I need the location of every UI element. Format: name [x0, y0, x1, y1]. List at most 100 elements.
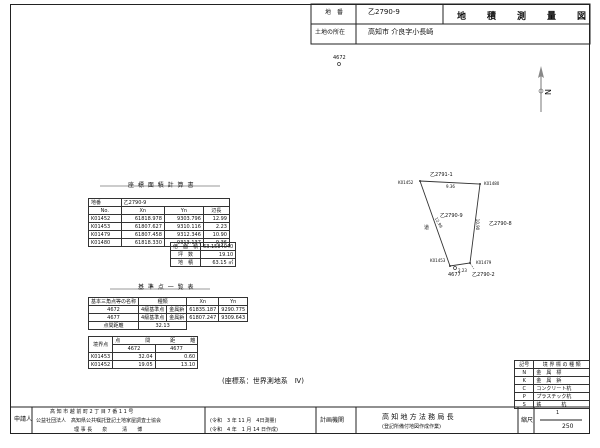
table-row: 点間距離 32.13	[87, 321, 248, 330]
table-cell: 9309.643	[218, 313, 249, 322]
table-row: K01479 61807.458 9312.346 10.90	[88, 230, 231, 239]
table-cell: 61835.187	[186, 305, 220, 314]
point-k01453: K01453	[430, 258, 446, 263]
double-area-label: 倍 面 積	[169, 242, 202, 251]
point-k01452: K01452	[398, 180, 414, 185]
area-table-title: 座 標 面 積 計 算 書	[128, 182, 195, 189]
table-cell: K01452	[88, 214, 122, 223]
table-cell: 9310.116	[163, 222, 204, 231]
legend-text: 鉄 杭	[533, 400, 590, 409]
table-cell: 0.60	[154, 352, 199, 361]
area-value: 63.15	[212, 259, 227, 266]
parcel-label-2790-8: 乙2790-8	[489, 221, 512, 227]
table-cell: K01453	[87, 352, 114, 361]
table-row: K01452 19.05 13.10	[87, 360, 199, 369]
table-cell: 61807.247	[186, 313, 220, 322]
planning-agency-sub: (登記所備付地図作成作業)	[382, 424, 441, 430]
created-date: (令和 4 年 1 月 14 日作成)	[210, 427, 278, 433]
table-cell: 13.10	[154, 360, 199, 369]
column-header: No.	[88, 206, 122, 215]
scale-label: 縮尺	[521, 417, 534, 424]
drawing-frame	[10, 4, 590, 434]
table-cell: K01453	[88, 222, 122, 231]
planning-agency-label: 計画機関	[320, 417, 345, 424]
distance-header: 点 間 距 離	[112, 336, 199, 345]
table-cell: 4677	[87, 313, 140, 322]
area-lot-value: 乙2790-9	[120, 198, 231, 207]
table-cell: 4672	[87, 305, 140, 314]
point-k01479: K01479	[476, 260, 492, 265]
coordinate-system: (座標系：世界測地系 Ⅳ)	[222, 377, 304, 385]
table-cell: 19.05	[112, 360, 156, 369]
column-header: 4672	[112, 344, 156, 353]
table-header-row: No. Xn Yn 辺長	[88, 206, 231, 215]
table-cell: 32.04	[112, 352, 156, 361]
table-row: K01452 61818.978 9303.796 12.99	[88, 214, 231, 223]
parcel-label-2791-1: 乙2791-1	[430, 172, 453, 178]
legend-symbol: N	[513, 368, 535, 377]
table-cell: K01480	[88, 238, 122, 247]
table-cell: K01452	[87, 360, 114, 369]
location-value: 高知市 介良字小長崎	[368, 28, 434, 36]
table-row: 地番 乙2790-9	[88, 198, 231, 207]
column-header: 種類	[138, 297, 188, 306]
ref-table: 基本三角点等の名称 種類 Xn Yn 4672 4級基準点 金属鋲 61835.…	[87, 297, 249, 330]
table-row: 地 積 63.15 ㎡	[169, 258, 237, 267]
edge-length-right: 10.90	[475, 218, 481, 231]
applicant-association: 公益社団法人 高知県公共嘱託登記土地家屋調査士協会	[36, 418, 162, 424]
ref-point-4672: 4672	[333, 55, 346, 61]
distance-value: 32.13	[138, 321, 188, 330]
legend-text: 金 属 鋲	[533, 376, 590, 385]
north-arrow-icon: N	[543, 89, 553, 95]
parcel-label-2790-9: 乙2790-9	[440, 213, 463, 219]
legend-symbol: K	[513, 376, 535, 385]
column-header: Yn	[163, 206, 204, 215]
table-cell: 10.90	[202, 230, 231, 239]
scale-numerator: 1	[556, 410, 560, 416]
table-cell: 4級基準点	[138, 313, 168, 322]
edge-length-top: 9.36	[446, 184, 455, 189]
table-cell: 金属鋲	[166, 313, 188, 322]
table-cell: 61807.458	[120, 230, 165, 239]
table-cell: 2.23	[202, 222, 231, 231]
ref-point-4677: 4677	[448, 272, 461, 278]
distance-table: 境界点 点 間 距 離 4672 4677 K01453 32.04 0.60 …	[87, 336, 199, 369]
table-row: K01453 61807.627 9310.116 2.23	[88, 222, 231, 231]
table-header-row: 基本三角点等の名称 種類 Xn Yn	[87, 297, 249, 306]
legend-symbol: P	[513, 392, 535, 401]
applicant-label: 申請人	[14, 416, 33, 423]
table-row: 坪 数 19.10	[169, 250, 237, 259]
lot-number-value: 乙2790-9	[368, 8, 400, 16]
edge-length-bottom: 2.23	[458, 268, 467, 273]
column-header: 境 界 標 の 種 類	[533, 360, 590, 369]
table-cell: 61818.978	[120, 214, 165, 223]
table-header-row: 境界点 点 間 距 離	[87, 336, 199, 353]
table-cell: 12.99	[202, 214, 231, 223]
table-cell: K01479	[88, 230, 122, 239]
table-cell: 61818.330	[120, 238, 165, 247]
legend-symbol: S	[513, 400, 535, 409]
table-row: 4677 4級基準点 金属鋲 61807.247 9309.643	[87, 313, 249, 322]
distance-label: 点間距離	[87, 321, 140, 330]
area-summary: 倍 面 積 63.1584040 坪 数 19.10 地 積 63.15 ㎡	[169, 242, 237, 267]
applicant-director: 理 事 長 泉 清 博	[74, 427, 143, 433]
column-header: Yn	[218, 297, 249, 306]
area-table: 地番 乙2790-9 No. Xn Yn 辺長 K01452 61818.978…	[88, 198, 231, 247]
lot-number-label: 地 番	[325, 9, 344, 16]
column-header: Xn	[120, 206, 165, 215]
parcel-label-2790-2: 乙2790-2	[472, 272, 495, 278]
table-row: 4672 4級基準点 金属鋲 61835.187 9290.775	[87, 305, 249, 314]
area-label: 地 積	[169, 258, 202, 267]
table-header-row: 記号 境 界 標 の 種 類	[513, 360, 590, 369]
area-unit: ㎡	[228, 259, 234, 266]
road-label: 道	[424, 225, 430, 231]
applicant-address: 高 知 市 越 前 町 2 丁 目 7 番 1 1 号	[50, 409, 134, 415]
page-title: 地 積 測 量 図	[457, 12, 593, 22]
location-label: 土地の所在	[315, 29, 346, 36]
table-row: K01453 32.04 0.60	[87, 352, 199, 361]
